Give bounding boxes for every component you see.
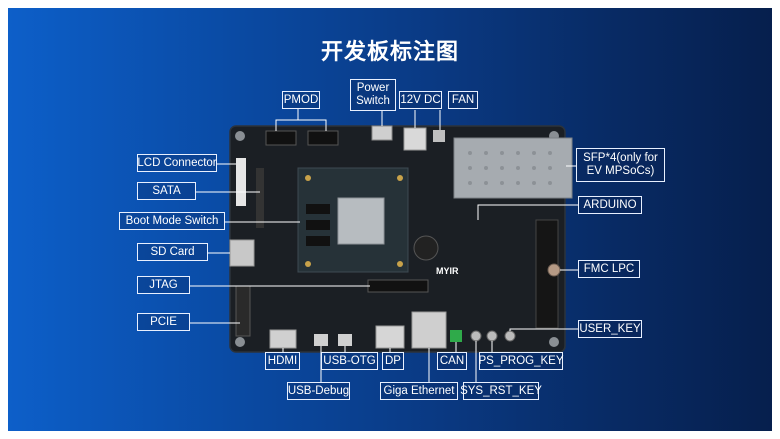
sys-rst-key-part <box>470 330 482 342</box>
mount-hole-br <box>549 337 559 347</box>
label-user-key: USER_KEY <box>578 320 642 338</box>
fan-connector-part <box>433 130 445 142</box>
label-sfp-line2: EV MPSoCs) <box>586 165 655 177</box>
label-pmod: PMOD <box>282 91 320 109</box>
rtc-battery <box>413 235 439 261</box>
sata-part <box>256 168 264 228</box>
label-power-switch-line1: Power <box>356 82 390 95</box>
mount-hole-tl <box>235 131 245 141</box>
label-power-switch: Power Switch <box>350 79 396 111</box>
dc-jack-part <box>403 127 427 151</box>
ethernet-part <box>411 311 447 349</box>
label-boot-mode-switch: Boot Mode Switch <box>119 212 225 230</box>
label-jtag: JTAG <box>137 276 190 294</box>
label-12v-dc: 12V DC <box>399 91 442 109</box>
can-part <box>450 330 462 342</box>
label-sys-rst-key: SYS_RST_KEY <box>460 382 542 400</box>
sd-card-part <box>229 239 255 267</box>
hdmi-part <box>269 329 297 349</box>
label-usb-otg: USB-OTG <box>321 352 378 370</box>
sfp-cage <box>453 137 573 199</box>
page-title: 开发板标注图 <box>320 40 459 65</box>
board-brand-text: MYIR <box>436 266 459 276</box>
pmod-header-1 <box>265 130 297 146</box>
power-switch-part <box>371 125 393 141</box>
label-fan: FAN <box>448 91 478 109</box>
usb-otg-part <box>338 334 352 346</box>
usb-debug-part <box>314 334 328 346</box>
jtag-header-part <box>367 279 429 293</box>
label-giga-ethernet: Giga Ethernet <box>380 382 458 400</box>
diagram-canvas: 开发板标注图 <box>8 8 772 431</box>
soc-chip <box>337 197 385 245</box>
label-hdmi: HDMI <box>265 352 300 370</box>
label-sfp: SFP*4(only for EV MPSoCs) <box>576 148 665 182</box>
label-lcd-connector: LCD Connector <box>137 154 217 172</box>
label-pcie: PCIE <box>137 313 190 331</box>
label-can: CAN <box>437 352 467 370</box>
dp-part <box>375 325 405 349</box>
pcie-part <box>235 285 251 337</box>
mount-hole-bl <box>235 337 245 347</box>
label-sfp-line1: SFP*4(only for <box>583 152 658 165</box>
label-sd-card: SD Card <box>137 243 208 261</box>
label-dp: DP <box>382 352 404 370</box>
label-sata: SATA <box>137 182 196 200</box>
label-power-switch-line2: Switch <box>356 95 390 107</box>
lcd-connector-part <box>236 158 246 206</box>
label-arduino: ARDUINO <box>578 196 642 214</box>
pmod-header-2 <box>307 130 339 146</box>
label-usb-debug: USB-Debug <box>287 382 350 400</box>
ps-prog-key-part <box>486 330 498 342</box>
user-key-part <box>504 330 516 342</box>
label-fmc-lpc: FMC LPC <box>578 260 640 278</box>
label-ps-prog-key: PS_PROG_KEY <box>479 352 564 370</box>
